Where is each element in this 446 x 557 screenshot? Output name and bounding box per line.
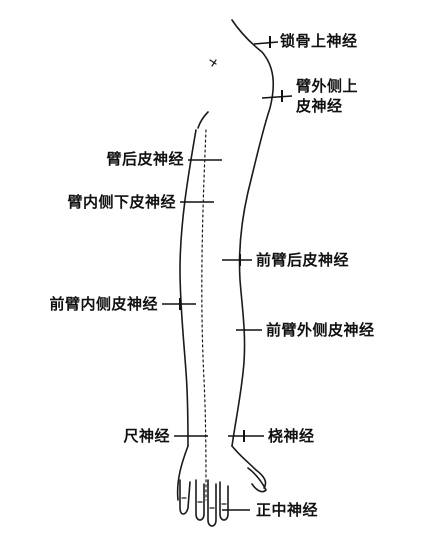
label-inferior-lateral-brachial-nerve: 臂内侧下皮神经 [67,193,176,211]
axilla-outline [197,111,209,129]
label-posterior-brachial-nerve: 臂后皮神经 [106,150,184,168]
leader-supraclavicular [253,41,279,45]
label-ulnar-nerve: 尺神经 [123,427,170,445]
label-lateral-antebrachial-nerve: 前臂外侧皮神经 [266,321,375,339]
finger-4 [219,481,229,521]
label-supraclavicular-nerve: 锁骨上神经 [280,32,358,50]
arm-inner-line [201,129,207,501]
label-lateral-brachial-line1: 臂外侧上 [296,77,359,95]
finger-3 [207,479,217,527]
decorative-mark [209,59,217,67]
arm-medial-outline [179,129,197,447]
label-medial-antebrachial-nerve: 前臂内侧皮神经 [49,295,158,313]
fingertip-marks [181,497,227,509]
label-median-nerve: 正中神经 [256,501,319,519]
hand-outline [176,445,267,501]
label-posterior-antebrachial-nerve: 前臂后皮神经 [256,251,350,269]
thumb-outline [247,467,267,493]
label-lateral-brachial-line2: 皮神经 [296,97,343,115]
leader-lateral-brachial [261,95,293,99]
finger-1 [179,479,191,515]
arm-lateral-outline [231,19,275,447]
label-radial-nerve: 桡神经 [268,427,315,445]
finger-2 [195,479,205,521]
